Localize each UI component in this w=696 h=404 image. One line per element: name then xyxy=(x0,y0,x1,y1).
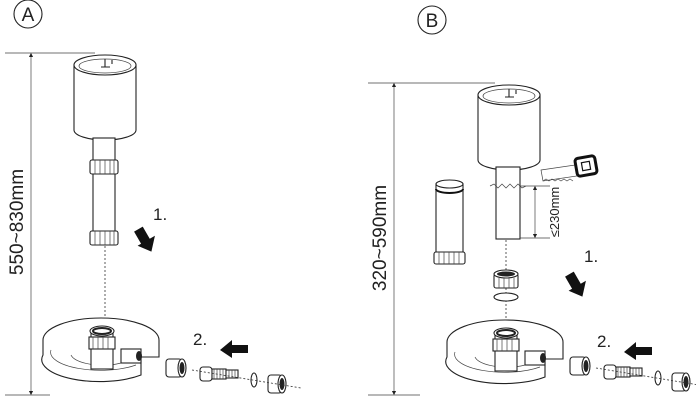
panel-b-label: B xyxy=(426,11,439,32)
panel-b-badge: B xyxy=(417,5,447,35)
step1-arrow-a xyxy=(130,223,161,257)
panel-a: A 550~830mm 1. 2. xyxy=(5,0,302,396)
panel-a-badge: A xyxy=(13,0,43,29)
hose-fittings-b xyxy=(569,356,696,392)
panel-b: B 320~590mm ≤230mm xyxy=(368,5,696,396)
saw-icon xyxy=(540,154,599,182)
step1-label-b: 1. xyxy=(584,247,598,266)
height-dimension-b: 320~590mm xyxy=(368,82,495,396)
step2-label-a: 2. xyxy=(193,330,207,349)
step2-arrow-a xyxy=(220,340,248,358)
step1-label-a: 1. xyxy=(153,205,167,224)
step1-arrow-b xyxy=(561,268,592,302)
extension-pipe-a xyxy=(89,137,119,246)
coupling-nut-b xyxy=(493,269,519,289)
skimmer-head-b xyxy=(477,84,541,171)
cut-length-label: ≤230mm xyxy=(547,187,562,237)
height-dimension-a: 550~830mm xyxy=(5,52,95,396)
cut-length-dimension: ≤230mm xyxy=(532,185,562,239)
hose-fittings-a xyxy=(165,358,302,394)
step2-label-b: 2. xyxy=(597,332,611,351)
base-dish-a xyxy=(40,317,160,383)
removed-filter-tube xyxy=(433,179,466,265)
height-range-b: 320~590mm xyxy=(370,185,391,291)
base-dish-b xyxy=(444,319,564,385)
cut-pipe-b xyxy=(489,166,550,240)
skimmer-head-a xyxy=(73,54,137,141)
height-range-a: 550~830mm xyxy=(7,169,28,275)
o-ring-b xyxy=(493,292,519,302)
panel-a-label: A xyxy=(22,5,35,26)
step2-arrow-b xyxy=(624,342,652,360)
